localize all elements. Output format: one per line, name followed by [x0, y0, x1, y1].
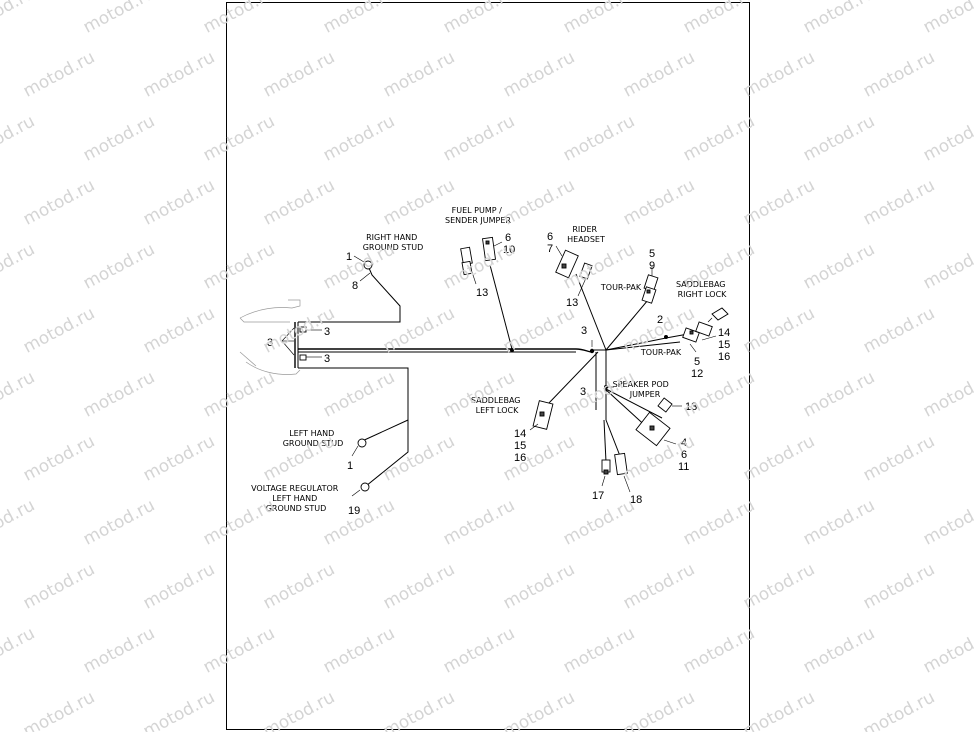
main-harness-trunk [294, 264, 689, 487]
left-ground-label: LEFT HAND GROUND STUD [283, 429, 344, 448]
callout-3: 3 [324, 326, 330, 338]
terminal-17-18-icons [601, 452, 631, 493]
callout-11: 11 [678, 461, 689, 473]
fuel-pump-connector-icon [460, 236, 503, 285]
callout-numbers: 6 10 13 6 7 13 1 8 3 3 3 3 3 5 9 2 14 15… [267, 231, 730, 517]
callout-17: 17 [592, 490, 604, 502]
callout-6: 6 [505, 232, 511, 244]
callout-5: 5 [694, 356, 700, 368]
callout-7: 7 [547, 243, 553, 255]
tour-pak-bottom-label: TOUR-PAK [640, 348, 682, 357]
rider-headset-label: RIDER HEADSET [567, 225, 605, 244]
callout-16: 16 [718, 351, 730, 363]
vehicle-outline-sketch [239, 299, 301, 375]
right-ground-ring-icon [353, 255, 373, 282]
callout-13: 13 [685, 401, 697, 413]
tour-pak-connector-icon [641, 266, 659, 304]
callout-5: 5 [649, 248, 655, 260]
rider-headset-connector-icon [555, 245, 593, 297]
callout-16: 16 [514, 452, 526, 464]
callout-4: 4 [681, 437, 687, 449]
left-ground-ring-icon [351, 438, 367, 457]
callout-9: 9 [649, 260, 655, 272]
callout-10: 10 [503, 244, 515, 256]
callout-6: 6 [681, 449, 687, 461]
tour-pak-top-label: TOUR-PAK [600, 283, 642, 292]
callout-13: 13 [566, 297, 578, 309]
callout-14: 14 [514, 428, 526, 440]
callout-18: 18 [630, 494, 642, 506]
callout-14: 14 [718, 327, 730, 339]
callout-3: 3 [581, 325, 587, 337]
callout-3: 3 [580, 386, 586, 398]
callout-15: 15 [514, 440, 526, 452]
saddlebag-right-connector-icon [682, 307, 729, 353]
callout-1: 1 [346, 251, 352, 263]
callout-15: 15 [718, 339, 730, 351]
callout-1: 1 [347, 460, 353, 472]
callout-6: 6 [547, 231, 553, 243]
callout-3: 3 [267, 337, 273, 349]
saddlebag-right-label: SADDLEBAG RIGHT LOCK [676, 280, 728, 299]
fuel-pump-label: FUEL PUMP / SENDER JUMPER [445, 206, 511, 225]
saddlebag-left-connector-icon [529, 400, 554, 431]
callout-19: 19 [348, 505, 360, 517]
right-ground-label: RIGHT HAND GROUND STUD [363, 233, 424, 252]
speaker-pod-connector-icon [635, 397, 682, 447]
trunk-ground-terminals [281, 326, 322, 361]
callout-13: 13 [476, 287, 488, 299]
callout-12: 12 [691, 368, 703, 380]
speaker-pod-label: SPEAKER POD JUMPER [613, 380, 672, 399]
callout-8: 8 [352, 280, 358, 292]
callout-3: 3 [324, 353, 330, 365]
voltage-regulator-label: VOLTAGE REGULATOR LEFT HAND GROUND STUD [251, 484, 341, 513]
saddlebag-left-label: SADDLEBAG LEFT LOCK [471, 396, 523, 415]
voltage-regulator-ground-ring-icon [351, 482, 370, 497]
callout-2: 2 [657, 314, 663, 326]
label-leaders [591, 340, 614, 388]
drawing-frame [226, 2, 750, 730]
